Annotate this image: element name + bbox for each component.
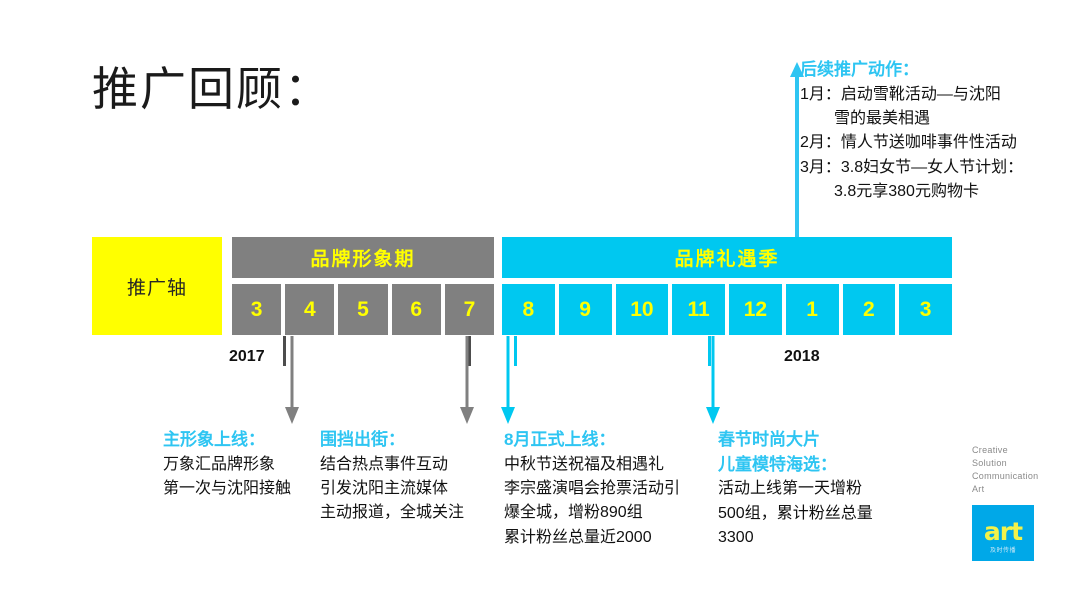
month-cell[interactable]: 9 [558, 284, 612, 335]
month-cell[interactable]: 6 [391, 284, 441, 335]
connector-arrow-note-2 [460, 336, 474, 424]
note-line: 结合热点事件互动 [320, 455, 449, 473]
month-cell[interactable]: 3 [899, 284, 952, 335]
tick-mark [283, 336, 286, 366]
note-line: 中秋节送祝福及相遇礼 [504, 455, 665, 473]
logo-wordmark: art [983, 517, 1023, 547]
logo-subtext: 及时传播 [989, 548, 1016, 555]
month-row-phase1: 3 4 5 6 7 [232, 284, 495, 335]
up-arrow-connector [790, 62, 804, 244]
note-block-hoarding-street: 围挡出街： 结合热点事件互动 引发沈阳主流媒体 主动报道，全城关注 [320, 428, 464, 526]
month-cell[interactable]: 4 [285, 284, 335, 335]
note-line: 爆全城，增粉890组 [504, 504, 643, 522]
month-cell[interactable]: 3 [232, 284, 282, 335]
tick-mark [708, 336, 711, 366]
connector-arrow-note-1 [285, 336, 299, 424]
logo-block: Creative Solution Communication Art art … [972, 444, 1068, 562]
logo-tagline-line: Communication [972, 471, 1039, 482]
page-title: 推广回顾： [92, 63, 332, 115]
future-actions-line: 3.8元享380元购物卡 [834, 182, 979, 200]
month-cell[interactable]: 5 [338, 284, 388, 335]
note-line: 活动上线第一天增粉 [718, 480, 863, 498]
month-cell[interactable]: 1 [785, 284, 839, 335]
logo-tagline-line: Creative [972, 445, 1008, 455]
note-line: 累计粉丝总量近2000 [504, 528, 652, 546]
month-cell[interactable]: 10 [615, 284, 669, 335]
connector-arrow-note-3 [501, 336, 515, 424]
phase-band-gift-season: 品牌礼遇季 [502, 237, 952, 278]
phase-band-label: 品牌形象期 [310, 249, 416, 270]
month-cell[interactable]: 2 [842, 284, 896, 335]
note-block-main-image-launch: 主形象上线： 万象汇品牌形象 第一次与沈阳接触 [163, 428, 291, 501]
timeline-axis-box: 推广轴 [92, 237, 222, 335]
logo-tagline-line: Solution [972, 458, 1007, 469]
future-actions-line: 雪的最美相遇 [834, 109, 931, 127]
month-cell[interactable]: 7 [444, 284, 495, 335]
tick-mark [514, 336, 517, 366]
month-row-phase2: 8 9 10 11 12 1 2 3 [502, 284, 952, 335]
note-heading: 8月正式上线： [504, 430, 616, 449]
month-cell[interactable]: 12 [729, 284, 782, 335]
phase-band-brand-image: 品牌形象期 [232, 237, 494, 278]
note-line: 李宗盛演唱会抢票活动引 [504, 479, 681, 497]
timeline-axis-label: 推广轴 [126, 277, 187, 299]
note-line: 引发沈阳主流媒体 [320, 479, 449, 497]
year-label-2017: 2017 [229, 348, 265, 365]
note-line: 500组，累计粉丝总量 [718, 504, 873, 522]
tick-mark [468, 336, 471, 366]
note-line: 主动报道，全城关注 [320, 504, 465, 522]
month-cell[interactable]: 11 [672, 284, 725, 335]
future-actions-line: 1月：启动雪靴活动—与沈阳 [800, 85, 1001, 103]
future-actions-heading: 后续推广动作： [800, 60, 919, 79]
future-actions-line: 2月：情人节送咖啡事件性活动 [800, 134, 1017, 152]
future-actions-line: 3月：3.8妇女节—女人节计划： [800, 158, 1024, 176]
connector-arrow-note-4 [706, 336, 720, 424]
note-heading: 春节时尚大片 [718, 430, 820, 449]
note-heading: 主形象上线： [163, 430, 265, 449]
logo-mark: art 及时传播 [972, 505, 1034, 562]
note-heading-secondary: 儿童模特海选： [718, 454, 837, 474]
logo-tagline-line: Art [972, 484, 985, 495]
note-block-august-launch: 8月正式上线： 中秋节送祝福及相遇礼 李宗盛演唱会抢票活动引 爆全城，增粉890… [504, 428, 680, 550]
future-actions-block: 后续推广动作： 1月：启动雪靴活动—与沈阳 雪的最美相遇 2月：情人节送咖啡事件… [800, 58, 1068, 204]
year-label-2018: 2018 [784, 348, 820, 365]
note-block-spring-festival: 春节时尚大片 儿童模特海选： 活动上线第一天增粉 500组，累计粉丝总量 330… [718, 428, 873, 550]
phase-band-label: 品牌礼遇季 [674, 249, 780, 270]
note-line: 万象汇品牌形象 [163, 455, 276, 473]
note-line: 3300 [718, 528, 754, 546]
month-cell[interactable]: 8 [502, 284, 555, 335]
note-heading: 围挡出街： [320, 430, 405, 449]
note-line: 第一次与沈阳接触 [163, 479, 292, 497]
